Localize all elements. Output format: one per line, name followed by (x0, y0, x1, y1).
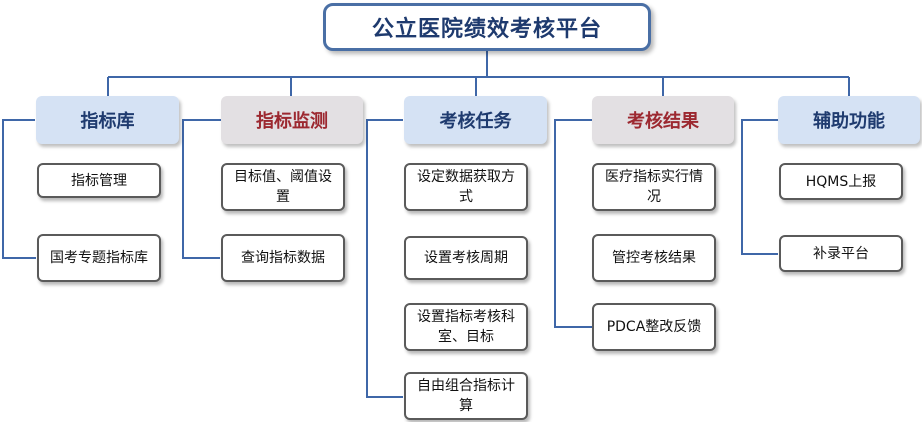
leaf-medical-indicator-status[interactable]: 医疗指标实行情况 (592, 163, 716, 211)
leaf-department-targets[interactable]: 设置指标考核科室、目标 (404, 303, 528, 351)
leaf-query-indicator-data[interactable]: 查询指标数据 (221, 234, 345, 282)
leaf-national-indicator-library[interactable]: 国考专题指标库 (37, 234, 161, 282)
category-assessment-tasks[interactable]: 考核任务 (404, 96, 547, 144)
category-auxiliary-functions[interactable]: 辅助功能 (778, 96, 920, 144)
leaf-control-assessment-results[interactable]: 管控考核结果 (592, 234, 716, 282)
category-indicator-library[interactable]: 指标库 (36, 96, 179, 144)
leaf-target-threshold-settings[interactable]: 目标值、阈值设置 (221, 163, 345, 211)
leaf-assessment-period[interactable]: 设置考核周期 (404, 236, 528, 280)
leaf-supplementary-entry[interactable]: 补录平台 (779, 235, 903, 272)
leaf-pdca-feedback[interactable]: PDCA整改反馈 (592, 303, 716, 351)
leaf-indicator-management[interactable]: 指标管理 (37, 163, 161, 198)
platform-title: 公立医院绩效考核平台 (323, 3, 651, 51)
category-assessment-results[interactable]: 考核结果 (592, 96, 734, 144)
category-indicator-monitoring[interactable]: 指标监测 (221, 96, 363, 144)
leaf-custom-indicator-calculation[interactable]: 自由组合指标计算 (404, 372, 528, 420)
leaf-hqms-report[interactable]: HQMS上报 (779, 163, 903, 200)
leaf-data-acquisition-method[interactable]: 设定数据获取方式 (404, 163, 528, 211)
